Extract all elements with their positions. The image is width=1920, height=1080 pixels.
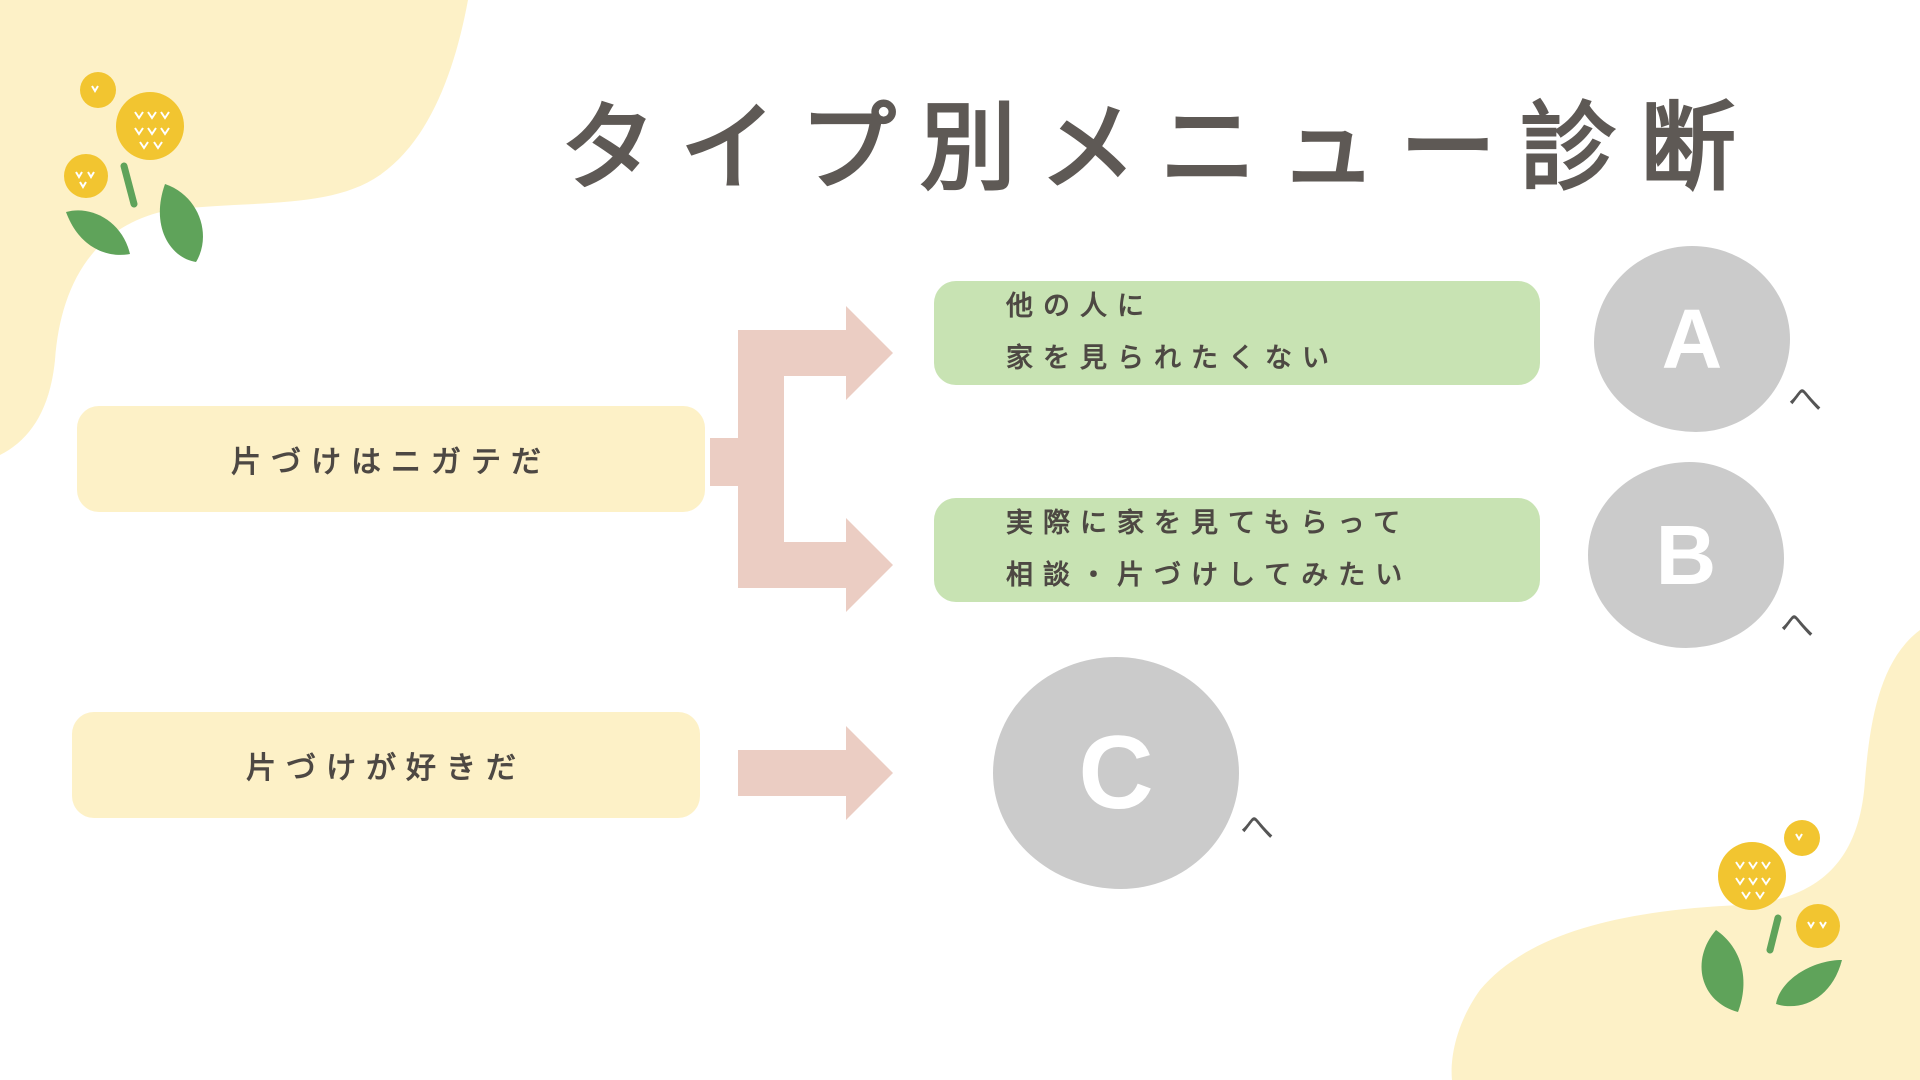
condition-label: 片づけが好きだ bbox=[246, 751, 526, 786]
branch-arrow bbox=[710, 306, 893, 612]
result-suffix: へ bbox=[1780, 606, 1814, 646]
choice-box-consult: 実際に家を見てもらって 相談・片づけしてみたい bbox=[934, 498, 1540, 602]
condition-box-like: 片づけが好きだ bbox=[72, 712, 700, 818]
result-letter: C bbox=[1078, 714, 1154, 831]
result-suffix: へ bbox=[1240, 808, 1274, 848]
result-circle-b: B bbox=[1588, 462, 1784, 648]
page-title: タイプ別メニュー診断 bbox=[560, 91, 1760, 204]
leaf-icon bbox=[1701, 930, 1842, 1012]
result-letter: B bbox=[1655, 507, 1717, 602]
condition-box-dislike: 片づけはニガテだ bbox=[77, 406, 705, 512]
choice-line: 他の人に bbox=[1006, 291, 1154, 322]
leaf-icon bbox=[66, 184, 203, 262]
condition-label: 片づけはニガテだ bbox=[231, 445, 551, 480]
straight-arrow bbox=[738, 726, 893, 820]
result-circle-c: C bbox=[993, 657, 1239, 889]
choice-box-private: 他の人に 家を見られたくない bbox=[934, 281, 1540, 385]
result-suffix: へ bbox=[1788, 380, 1822, 420]
choice-line: 家を見られたくない bbox=[1006, 343, 1339, 374]
result-circle-a: A bbox=[1594, 246, 1790, 432]
bottom-right-blob bbox=[1451, 630, 1920, 1080]
top-left-blob bbox=[0, 0, 468, 455]
result-letter: A bbox=[1661, 291, 1723, 386]
dandelion-icon bbox=[64, 72, 184, 208]
dandelion-icon bbox=[1718, 820, 1840, 954]
choice-line: 相談・片づけしてみたい bbox=[1006, 560, 1413, 591]
choice-line: 実際に家を見てもらって bbox=[1006, 508, 1411, 539]
